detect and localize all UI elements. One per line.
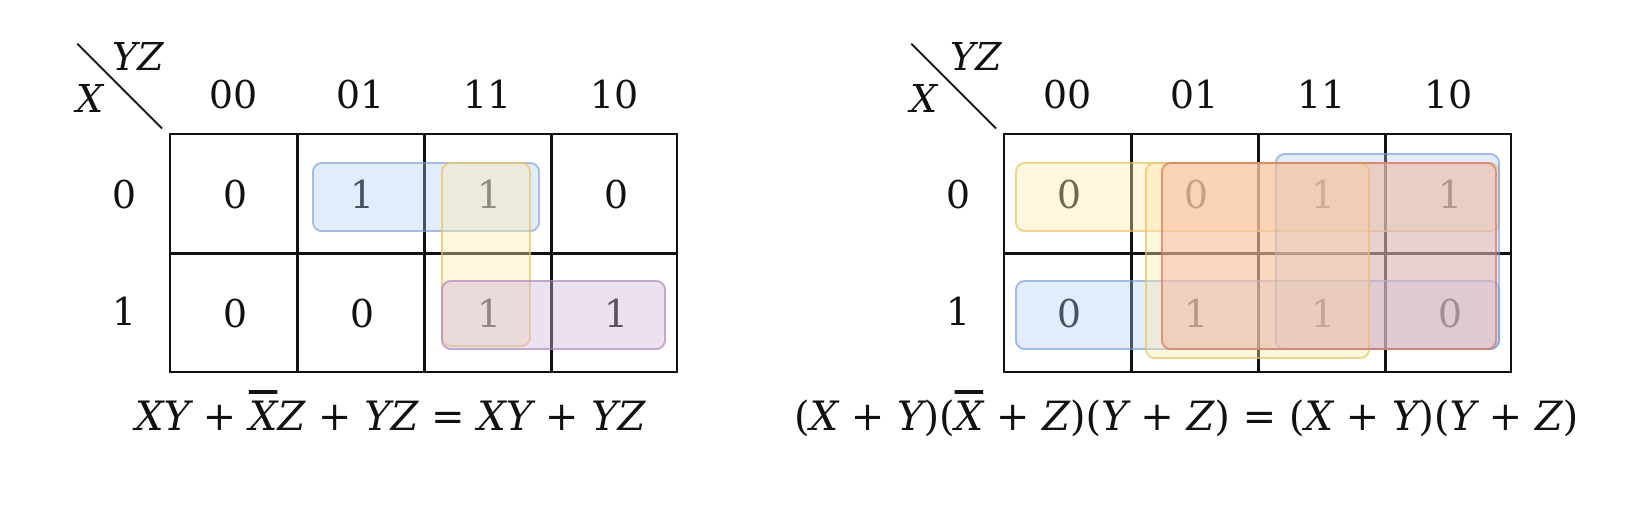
- formula-paren: )(: [923, 394, 955, 440]
- formula-term: X: [809, 394, 839, 440]
- formula-paren: ): [1562, 394, 1579, 440]
- col-label-10: 10: [589, 73, 639, 117]
- cell-0-10: 0: [603, 173, 629, 217]
- col-var-label: YZ: [950, 35, 1002, 79]
- grid-line: [1005, 252, 1510, 255]
- row-var-label: X: [76, 77, 104, 121]
- formula-term: XY: [135, 394, 190, 440]
- cell-0-01: 0: [1183, 173, 1209, 217]
- cell-0-00: 0: [1056, 173, 1082, 217]
- formula-term: Y: [1101, 394, 1128, 440]
- row-var-label: X: [910, 77, 938, 121]
- kmap-grid: 0 0 1 1 0 1 1 0: [1003, 133, 1512, 373]
- group-xbar-z: [312, 162, 540, 232]
- cell-1-11: 1: [1310, 292, 1336, 336]
- col-label-01: 01: [335, 73, 385, 117]
- group-xbar-plus-z: [1275, 153, 1500, 350]
- formula-term: YZ: [364, 394, 419, 440]
- kmap-right: YZ X 00 01 11 10 0 1 0 0 1 1 0 1 1 0 (X …: [794, 0, 1644, 510]
- col-label-00: 00: [208, 73, 258, 117]
- col-label-00: 00: [1042, 73, 1092, 117]
- col-label-01: 01: [1169, 73, 1219, 117]
- formula-term-negated: X: [954, 394, 984, 440]
- cell-1-10: 0: [1437, 292, 1463, 336]
- cell-0-01: 1: [349, 173, 375, 217]
- group-consensus: [1161, 162, 1497, 350]
- row-label-1: 1: [945, 290, 971, 334]
- group-yz: [441, 162, 531, 347]
- formula-paren: ) = (: [1214, 394, 1305, 440]
- cell-0-10: 1: [1437, 173, 1463, 217]
- formula-right: (X + Y)(X + Z)(Y + Z) = (X + Y)(Y + Z): [794, 393, 1578, 441]
- formula-paren: )(: [1418, 394, 1450, 440]
- cell-1-01: 1: [1183, 292, 1209, 336]
- col-label-11: 11: [1296, 73, 1346, 117]
- formula-term: YZ: [591, 394, 646, 440]
- formula-op: +: [1332, 394, 1392, 440]
- cell-1-11: 1: [476, 292, 502, 336]
- group-y-plus-z-col: [1145, 162, 1370, 359]
- formula-term: Z: [1186, 394, 1215, 440]
- formula-equals: =: [418, 394, 478, 440]
- row-label-1: 1: [111, 290, 137, 334]
- formula-op: +: [532, 394, 592, 440]
- formula-term-negated: X: [248, 394, 278, 440]
- col-label-11: 11: [462, 73, 512, 117]
- cell-0-00: 0: [222, 173, 248, 217]
- kmap-left: YZ X 00 01 11 10 0 1 0 1 1 0 0 0 1 1 XY …: [0, 0, 820, 510]
- formula-op: +: [838, 394, 898, 440]
- formula-term: Y: [1449, 394, 1476, 440]
- formula-term: Y: [1391, 394, 1419, 440]
- col-label-10: 10: [1423, 73, 1473, 117]
- kmap-grid: 0 1 1 0 0 0 1 1: [169, 133, 678, 373]
- formula-op: +: [189, 394, 249, 440]
- formula-op: +: [305, 394, 365, 440]
- group-xy: [441, 280, 666, 350]
- formula-op: +: [1475, 394, 1535, 440]
- row-label-0: 0: [111, 173, 137, 217]
- formula-term: X: [1304, 394, 1333, 440]
- cell-1-00: 0: [1056, 292, 1082, 336]
- cell-1-10: 1: [603, 292, 629, 336]
- formula-paren: (: [794, 394, 810, 440]
- formula-term: Z: [277, 394, 306, 440]
- cell-1-01: 0: [349, 292, 375, 336]
- cell-1-00: 0: [222, 292, 248, 336]
- formula-term: Z: [1534, 394, 1563, 440]
- row-label-0: 0: [945, 173, 971, 217]
- formula-term: Y: [897, 394, 924, 440]
- cell-0-11: 1: [476, 173, 502, 217]
- formula-paren: )(: [1069, 394, 1102, 440]
- col-var-label: YZ: [112, 35, 164, 79]
- grid-line: [171, 252, 676, 255]
- formula-op: +: [1127, 394, 1187, 440]
- cell-0-11: 1: [1310, 173, 1336, 217]
- formula-op: +: [983, 394, 1043, 440]
- formula-term: Z: [1042, 394, 1070, 440]
- formula-term: XY: [477, 394, 533, 440]
- formula-left: XY + XZ + YZ = XY + YZ: [135, 393, 645, 441]
